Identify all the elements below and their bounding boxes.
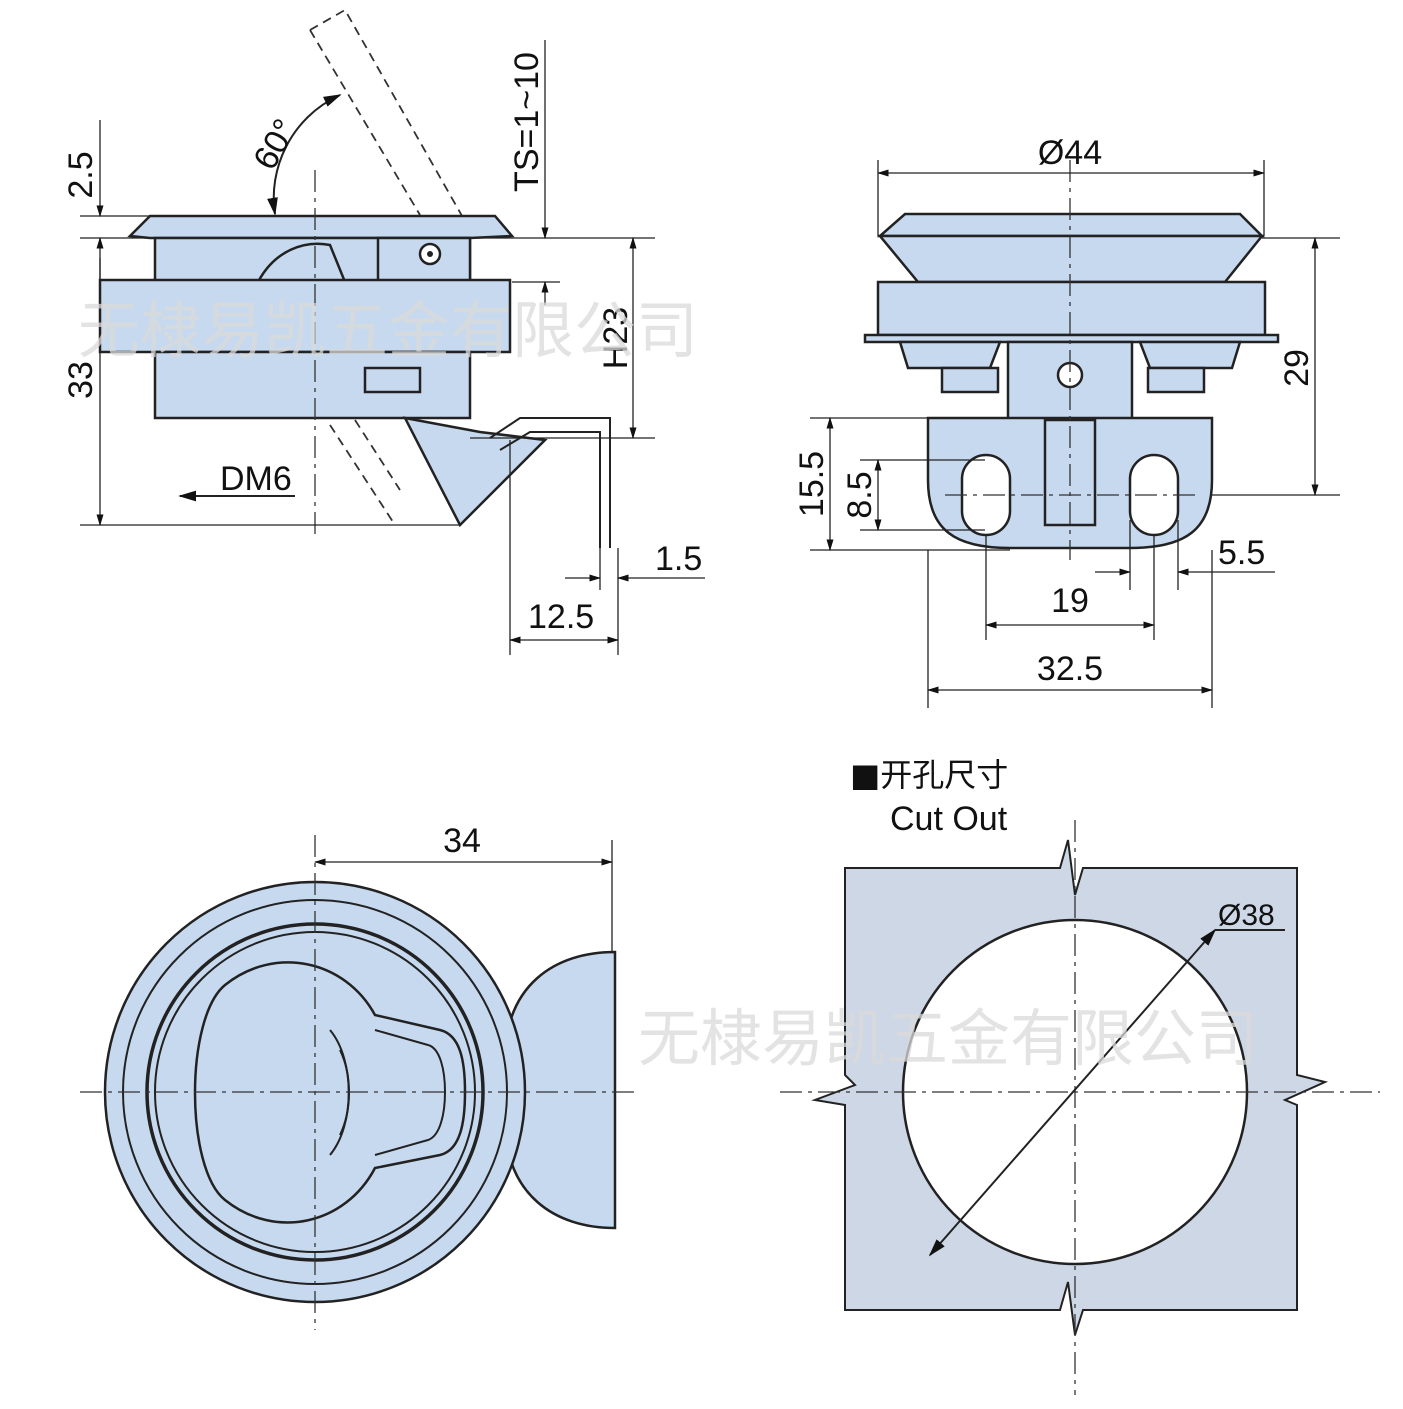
raised-handle-outline [309, 8, 471, 231]
dim-h23: H23 [597, 307, 635, 369]
dim-19: 19 [1051, 582, 1089, 620]
watermark-bottom: 无棣易凯五金有限公司 [638, 1002, 1258, 1075]
dim-12-5: 12.5 [528, 598, 594, 636]
dim-angle-60: 60° [246, 113, 305, 177]
dim-5-5: 5.5 [1218, 534, 1265, 572]
dim-34: 34 [443, 822, 481, 860]
side-screw [363, 366, 422, 394]
dim-dia-38: Ø38 [1218, 899, 1275, 932]
front-panel-line [863, 333, 1280, 344]
dim-33: 33 [62, 361, 100, 399]
cutout-title-en: Cut Out [890, 800, 1008, 838]
dim-dia-44: Ø44 [1038, 134, 1102, 172]
top-view: 34 [80, 822, 640, 1330]
dim-8-5: 8.5 [841, 471, 879, 518]
front-body [876, 280, 1267, 337]
side-flange [127, 214, 515, 240]
dim-ts-range: TS=1~10 [508, 52, 546, 192]
dim-dm6: DM6 [220, 460, 292, 498]
side-cam-bracket [489, 417, 611, 548]
top-cam-lobe [503, 950, 617, 1230]
front-screw-right [1146, 366, 1206, 394]
side-view: 2.5 33 60° TS=1~10 H23 DM6 1.5 12.5 [62, 8, 705, 655]
dim-15-5: 15.5 [793, 451, 831, 517]
front-screw-boss-left [898, 340, 1002, 370]
dim-2-5: 2.5 [62, 151, 100, 198]
dim-29: 29 [1278, 349, 1316, 387]
front-cup [877, 234, 1265, 284]
dim-1-5: 1.5 [655, 540, 702, 578]
front-view: Ø44 29 15.5 8.5 5.5 19 32.5 [793, 134, 1340, 708]
front-flange [876, 212, 1266, 238]
dim-32-5: 32.5 [1037, 650, 1103, 688]
watermark-top: 无棣易凯五金有限公司 [78, 294, 698, 367]
cutout-title-cn: ■开孔尺寸 [850, 756, 1008, 794]
front-screw-boss-right [1138, 340, 1242, 370]
cutout-view: ■开孔尺寸 Cut Out Ø38 [780, 756, 1380, 1395]
side-latch-tongue [402, 416, 548, 528]
front-screw-left [940, 366, 1000, 394]
side-handle [255, 242, 347, 284]
angle-arc [267, 94, 342, 216]
lower-dashed-outline [329, 419, 401, 526]
